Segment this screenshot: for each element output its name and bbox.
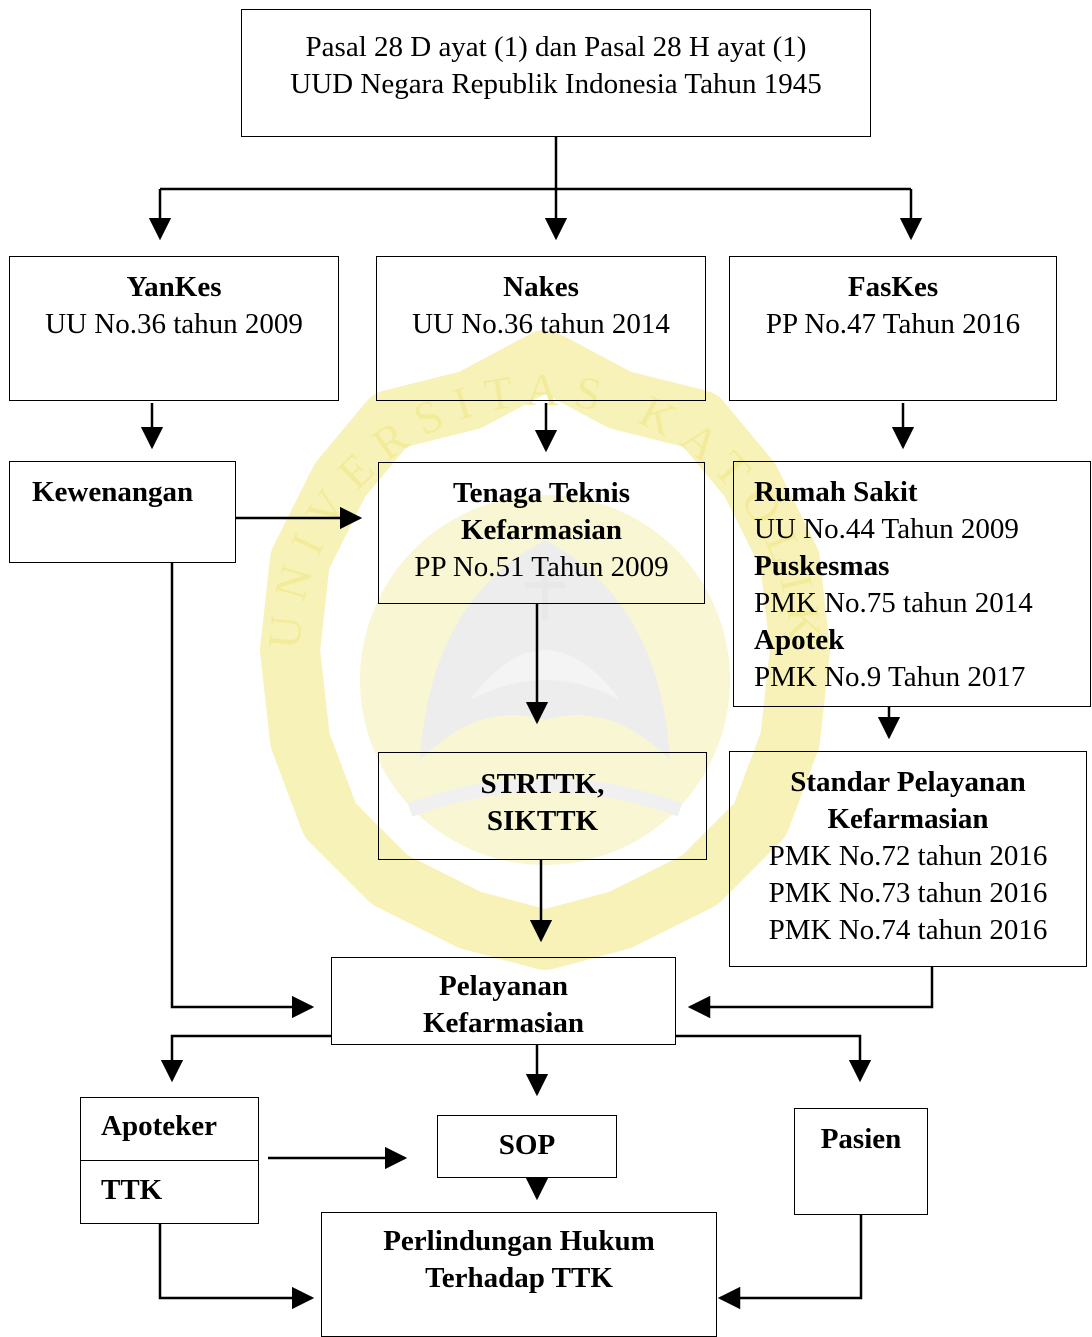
apoteker-ttk-divider [81,1160,258,1161]
pelayanan-box: Pelayanan Kefarmasian [331,957,676,1045]
constitution-box: Pasal 28 D ayat (1) dan Pasal 28 H ayat … [241,9,871,137]
rumah-sakit-law: UU No.44 Tahun 2009 [754,513,1019,545]
strttk-box: STRTTK, SIKTTK [378,752,707,860]
ttk-label: TTK [101,1174,163,1206]
apotek-title: Apotek [754,624,845,656]
constitution-line-1: Pasal 28 D ayat (1) dan Pasal 28 H ayat … [305,31,807,63]
faskes-title: FasKes [847,271,939,303]
pelayanan-line-1: Pelayanan [439,970,568,1002]
standar-law-1: PMK No.72 tahun 2016 [768,840,1048,872]
facilities-box: Rumah Sakit UU No.44 Tahun 2009 Puskesma… [733,461,1091,707]
strttk-line-1: STRTTK, [480,768,605,800]
strttk-line-2: SIKTTK [486,805,599,837]
apoteker-ttk-box: Apoteker TTK [80,1097,259,1224]
perlindungan-box: Perlindungan Hukum Terhadap TTK [321,1212,717,1337]
apoteker-label: Apoteker [101,1110,217,1142]
standar-box: Standar Pelayanan Kefarmasian PMK No.72 … [729,751,1087,967]
nakes-law: UU No.36 tahun 2014 [412,308,670,340]
yankes-law: UU No.36 tahun 2009 [45,308,303,340]
perlindungan-line-1: Perlindungan Hukum [383,1225,655,1257]
ttk-box: Tenaga Teknis Kefarmasian PP No.51 Tahun… [378,462,705,604]
ttk-title-2: Kefarmasian [460,514,623,546]
yankes-title: YanKes [126,271,222,303]
apotek-law: PMK No.9 Tahun 2017 [754,661,1026,693]
ttk-law: PP No.51 Tahun 2009 [414,551,669,583]
perlindungan-line-2: Terhadap TTK [425,1262,613,1294]
sop-box: SOP [437,1115,617,1178]
pelayanan-line-2: Kefarmasian [422,1007,585,1039]
nakes-box: Nakes UU No.36 tahun 2014 [376,256,706,401]
sop-title: SOP [498,1129,556,1161]
standar-title-2: Kefarmasian [827,803,989,835]
standar-title-1: Standar Pelayanan [790,766,1026,798]
standar-law-2: PMK No.73 tahun 2016 [768,877,1048,909]
pasien-box: Pasien [794,1108,928,1215]
nakes-title: Nakes [503,271,579,303]
kewenangan-box: Kewenangan [9,461,236,563]
puskesmas-law: PMK No.75 tahun 2014 [754,587,1033,619]
yankes-box: YanKes UU No.36 tahun 2009 [9,256,339,401]
faskes-law: PP No.47 Tahun 2016 [765,308,1021,340]
constitution-line-2: UUD Negara Republik Indonesia Tahun 1945 [290,68,822,100]
standar-law-3: PMK No.74 tahun 2016 [768,914,1048,946]
ttk-title-1: Tenaga Teknis [452,477,631,509]
kewenangan-title: Kewenangan [32,476,194,508]
rumah-sakit-title: Rumah Sakit [754,476,918,508]
puskesmas-title: Puskesmas [754,550,890,582]
pasien-title: Pasien [820,1123,902,1155]
faskes-box: FasKes PP No.47 Tahun 2016 [729,256,1057,401]
